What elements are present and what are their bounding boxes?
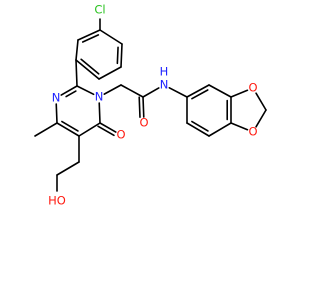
bond-a1-a2 <box>75 39 79 61</box>
bond-n1-ch2 <box>103 84 122 95</box>
bond-od1-mc <box>255 92 267 111</box>
bond-c4-me <box>34 122 58 137</box>
bond-a6-a1 <box>75 59 100 80</box>
bond-c4-n3 <box>55 103 58 124</box>
bond-n3-c2 <box>60 85 78 96</box>
bond-a1-c2 <box>75 59 78 87</box>
bond-a4-a5-inner <box>116 46 119 65</box>
bond-c5-c4-inner <box>61 120 79 132</box>
bond-b1-b2-inner <box>191 89 209 100</box>
bond-co-nh <box>142 87 160 98</box>
atom-label-oh: HO <box>48 194 66 208</box>
atom-label-cl: Cl <box>94 3 105 17</box>
bond-b5-b6-inner <box>191 120 209 132</box>
bond-c6-o6 <box>99 122 117 133</box>
bond-c5-c4 <box>56 122 80 137</box>
atom-label-hh: H <box>160 65 169 79</box>
bond-nh-b1 <box>168 86 188 98</box>
bond-a3-a4 <box>99 29 123 45</box>
atom-label-n1: N <box>95 90 104 104</box>
bond-co-oa-second <box>138 96 141 118</box>
bond-od2-b4 <box>230 122 249 131</box>
bond-b4-b5 <box>208 122 232 137</box>
bond-a4-a5 <box>120 43 123 68</box>
bond-b3-od1 <box>230 89 249 98</box>
bond-ch2-co <box>120 84 144 98</box>
bond-c6-c5 <box>78 122 101 137</box>
bond-a5-a6 <box>98 66 122 80</box>
bond-a6-a1-inner <box>80 58 100 75</box>
bond-n1-c6 <box>98 102 101 124</box>
atom-label-od1: O <box>248 81 257 95</box>
bond-c2-n1 <box>76 85 95 96</box>
atom-label-n3: N <box>52 91 61 105</box>
bond-co-oa <box>142 96 145 118</box>
atom-label-oa: O <box>139 116 148 130</box>
atom-label-od2: O <box>248 125 257 139</box>
bond-c6-o6-second <box>97 125 115 137</box>
bond-a2-a3 <box>77 29 101 41</box>
bond-b2-b3 <box>208 84 232 98</box>
bond-b1-b2 <box>186 84 210 98</box>
atom-label-nh: N <box>160 78 169 92</box>
bond-b5-b6 <box>186 122 210 137</box>
bond-n3-c2-inner <box>65 90 77 98</box>
bond-e1-e2 <box>56 161 80 176</box>
atom-label-o6: O <box>116 128 125 142</box>
bond-a2-a3-inner <box>81 34 100 43</box>
bond-mc-od2 <box>255 109 267 128</box>
